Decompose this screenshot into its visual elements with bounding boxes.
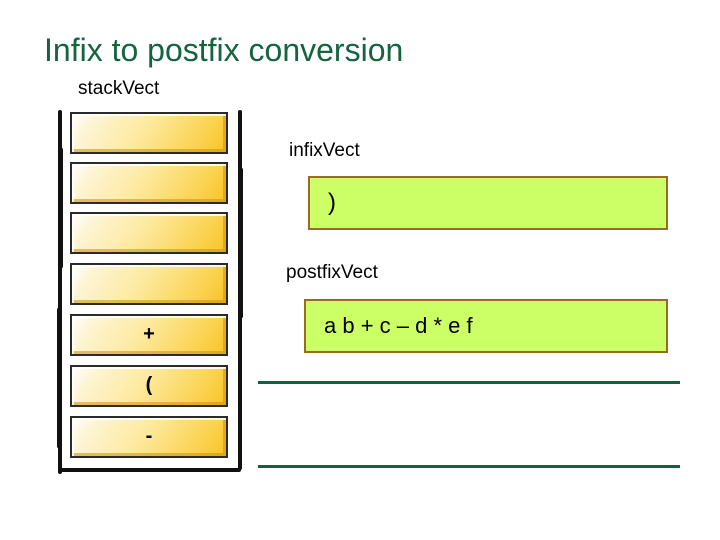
stack-cell-value: + xyxy=(143,323,155,345)
postfix-vect-value: a b + c – d * e f xyxy=(324,313,473,338)
stack-cell[interactable]: ( xyxy=(70,365,228,407)
stack-border-right-stroke-2 xyxy=(240,168,243,318)
stack-cell-value: - xyxy=(145,425,153,447)
page-title: Infix to postfix conversion xyxy=(44,32,404,68)
infix-vect-box[interactable]: ) xyxy=(308,176,668,230)
stack-border-left-stroke-3 xyxy=(57,308,60,448)
stack-border-bottom-stroke xyxy=(59,468,241,472)
divider-line-top xyxy=(258,381,680,384)
infix-vect-label: infixVect xyxy=(289,140,360,161)
stack-cell-value: ( xyxy=(145,374,153,396)
stack-border-left-stroke xyxy=(58,110,62,474)
stack-vect-label: stackVect xyxy=(78,78,160,99)
stack-cell[interactable] xyxy=(70,212,228,254)
stack-cell[interactable] xyxy=(70,162,228,204)
infix-vect-value: ) xyxy=(328,189,336,216)
stack-cell[interactable] xyxy=(70,112,228,154)
stack-border-left-stroke-2 xyxy=(60,148,63,268)
stack-cell[interactable]: + xyxy=(70,314,228,356)
stack-cell[interactable] xyxy=(70,263,228,305)
stack-cell[interactable]: - xyxy=(70,416,228,458)
divider-line-bottom xyxy=(258,465,680,468)
stack-vect-container: + ( - xyxy=(54,108,246,476)
postfix-vect-label: postfixVect xyxy=(286,262,378,283)
postfix-vect-box[interactable]: a b + c – d * e f xyxy=(304,299,668,353)
